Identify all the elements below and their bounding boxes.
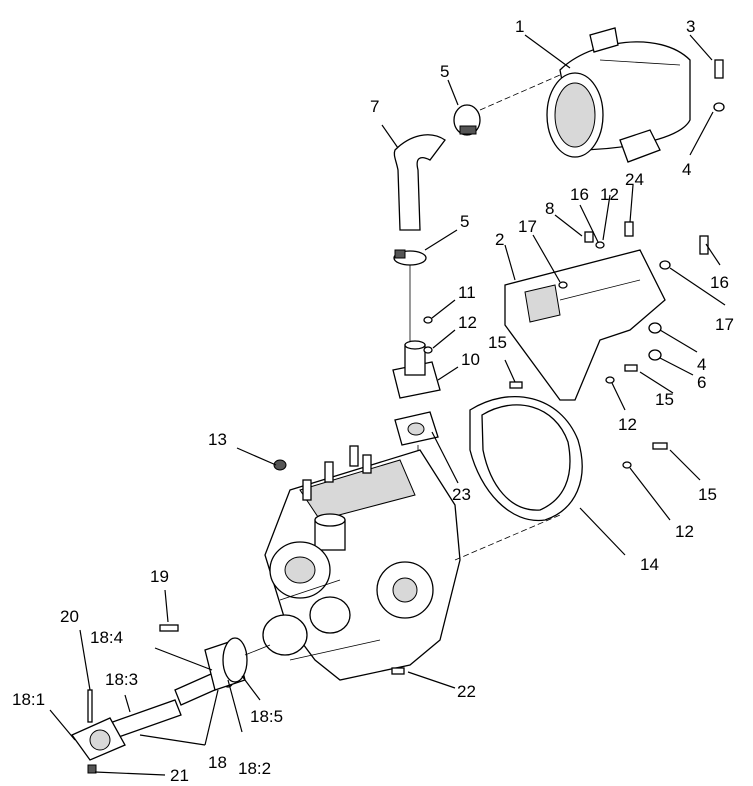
callout-2: 2: [495, 230, 504, 249]
muffler-bracket: [504, 249, 666, 401]
callout-21: 21: [170, 766, 189, 785]
callout-15: 15: [488, 333, 507, 352]
callout-18-2: 18:2: [238, 759, 271, 778]
lower-clamp: [393, 249, 427, 266]
exhaust-flange: [392, 340, 441, 399]
callout-23: 23: [452, 485, 471, 504]
callout-19: 19: [150, 567, 169, 586]
callout-15: 15: [698, 485, 717, 504]
callout-24: 24: [625, 170, 644, 189]
callout-18-5: 18:5: [250, 707, 283, 726]
engine-block: [262, 445, 461, 681]
callout-4: 4: [682, 160, 691, 179]
drive-shaft-assembly: [71, 624, 248, 774]
leader-lines: [49, 34, 726, 776]
callout-16: 16: [710, 273, 729, 292]
callout-12: 12: [458, 313, 477, 332]
callout-18-3: 18:3: [105, 670, 138, 689]
exhaust-hose: [393, 134, 446, 231]
callout-18: 18: [208, 753, 227, 772]
shaft-axis-line: [244, 644, 271, 656]
callout-8: 8: [545, 199, 554, 218]
callout-16: 16: [570, 185, 589, 204]
callout-13: 13: [208, 430, 227, 449]
callout-10: 10: [461, 350, 480, 369]
upper-clamp: [453, 104, 481, 136]
exhaust-gasket: [394, 411, 439, 446]
muffler: [546, 27, 691, 163]
callout-20: 20: [60, 607, 79, 626]
muffler-inlet-line: [479, 74, 561, 111]
callout-14: 14: [640, 555, 659, 574]
engine-housing-line: [454, 514, 561, 561]
callout-18-4: 18:4: [90, 628, 123, 647]
callout-17: 17: [715, 315, 734, 334]
callout-11: 11: [458, 283, 476, 302]
flywheel-housing: [469, 396, 583, 522]
callout-15: 15: [655, 390, 674, 409]
callout-17: 17: [518, 217, 537, 236]
callout-5: 5: [460, 212, 469, 231]
callout-12: 12: [600, 185, 619, 204]
callout-22: 22: [457, 682, 476, 701]
callout-18-1: 18:1: [12, 690, 45, 709]
hardware: [273, 59, 725, 675]
callouts: 1 3 4 5 7 5 11 12 10 23 13 2 17 8 16 12 …: [12, 17, 734, 785]
callout-12: 12: [675, 522, 694, 541]
callout-4: 4: [697, 355, 706, 374]
callout-6: 6: [697, 373, 706, 392]
callout-5: 5: [440, 62, 449, 81]
callout-3: 3: [686, 17, 695, 36]
callout-1: 1: [515, 17, 524, 36]
callout-12: 12: [618, 415, 637, 434]
callout-7: 7: [370, 97, 379, 116]
